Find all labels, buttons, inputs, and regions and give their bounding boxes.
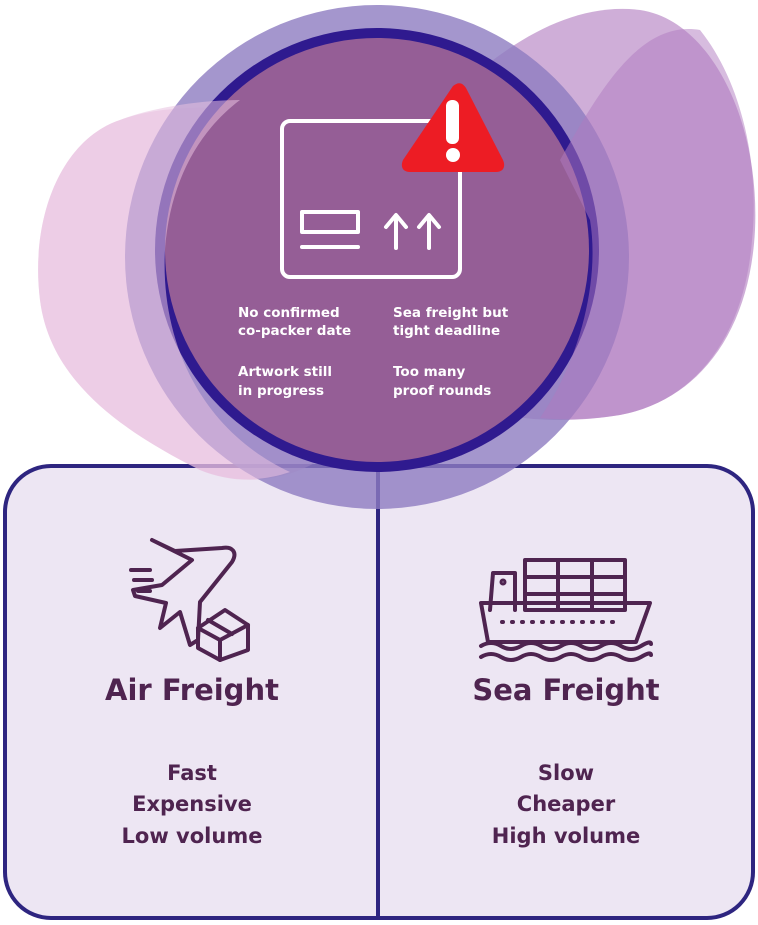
pink-blob-overlay bbox=[38, 100, 290, 480]
option-trait: Expensive bbox=[132, 792, 252, 816]
risk-line: in progress bbox=[238, 383, 324, 399]
option-trait: Low volume bbox=[122, 824, 263, 848]
risk-line: Too many bbox=[393, 364, 465, 380]
option-air-freight: Air Freight Fast Expensive Low volume bbox=[105, 673, 279, 848]
option-title: Sea Freight bbox=[472, 673, 659, 707]
risk-line: Artwork still bbox=[238, 364, 332, 380]
airplane-box-icon bbox=[129, 538, 250, 662]
risk-line: Sea freight but bbox=[393, 305, 509, 321]
risk-line: tight deadline bbox=[393, 323, 500, 339]
risk-item: Artwork still in progress bbox=[238, 364, 332, 399]
option-sea-freight: Sea Freight Slow Cheaper High volume bbox=[472, 673, 659, 848]
cargo-ship-icon bbox=[479, 558, 653, 662]
option-trait: Fast bbox=[167, 761, 217, 785]
risk-line: No confirmed bbox=[238, 305, 340, 321]
option-title: Air Freight bbox=[105, 673, 279, 707]
risk-line: co-packer date bbox=[238, 323, 351, 339]
option-trait: High volume bbox=[492, 824, 640, 848]
warning-icon bbox=[401, 83, 505, 172]
option-trait: Slow bbox=[538, 761, 594, 785]
risk-line: proof rounds bbox=[393, 383, 491, 399]
risk-item: No confirmed co-packer date bbox=[238, 305, 351, 339]
purple-blob-overlay bbox=[540, 29, 754, 420]
risk-item: Sea freight but tight deadline bbox=[393, 305, 509, 339]
package-icon bbox=[280, 119, 462, 279]
option-trait: Cheaper bbox=[517, 792, 616, 816]
risk-item: Too many proof rounds bbox=[393, 364, 491, 399]
